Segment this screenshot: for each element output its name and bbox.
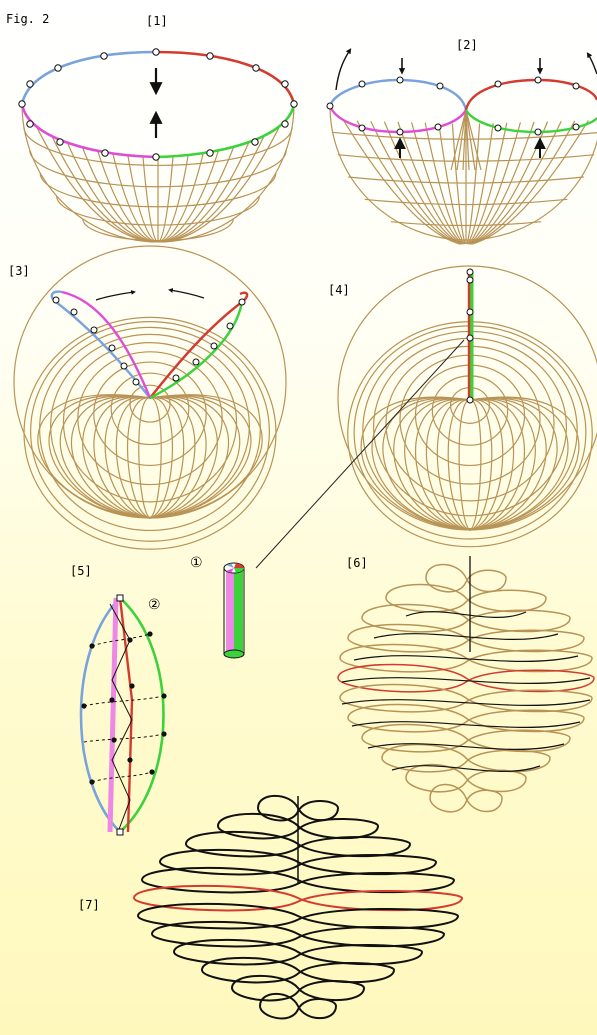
panel-2-left-lobe-bottom — [330, 106, 466, 132]
panel-6-inner-strand — [354, 656, 578, 662]
panel-7-loop — [138, 904, 458, 929]
panel-3-arrow-left — [170, 290, 204, 298]
panel-6-loop — [362, 605, 570, 632]
panel-6-loop — [430, 785, 502, 812]
panel-1-nodes — [19, 49, 297, 160]
panel-6-loop — [382, 745, 550, 772]
panel-3-arrow-right — [96, 292, 134, 300]
panel-7-loop — [174, 940, 422, 965]
cylinder-detail — [224, 563, 244, 658]
panel-2-left-lobe-top — [330, 80, 466, 110]
cylinder-pink-face — [226, 568, 234, 654]
panel-3-latitude — [31, 322, 270, 542]
panel-5-dashed-ribs — [84, 634, 164, 782]
panel-3-closing-sphere — [14, 246, 286, 549]
cylinder-bottom-cap — [224, 650, 244, 658]
panel-3-meridian-left — [139, 398, 150, 518]
panel-2-arrow-curve-left — [336, 50, 350, 90]
panel-7-loop — [202, 958, 394, 983]
panel-7-coil — [134, 796, 462, 1019]
panel-5-seam-lens — [81, 595, 167, 835]
panel-6-inner-strand — [342, 700, 590, 706]
panel-6-loop — [340, 685, 592, 712]
panel-1-rim-blue — [22, 52, 156, 104]
panel-1-hemisphere — [19, 49, 297, 242]
panel-6-inner-strand — [406, 612, 526, 618]
panel-2-arrow-curve-right — [588, 54, 597, 74]
panel-7-loop — [260, 994, 336, 1019]
panel-1-meridian — [143, 156, 157, 242]
panel-5-top-node — [117, 595, 123, 601]
panel-5-bottom-node — [117, 829, 123, 835]
panel-6-loop — [426, 565, 506, 592]
panel-1-rim-red — [156, 52, 294, 104]
panel-6-coil — [338, 556, 594, 812]
panel-1-rim-magenta — [22, 104, 156, 157]
panel-3-latitude — [94, 362, 206, 465]
panel-6-loop — [348, 705, 584, 732]
panel-2-pinched-bowl — [327, 50, 597, 244]
panel-1-meridian — [163, 143, 249, 242]
panel-5-pink-band — [110, 598, 116, 832]
panel-7-loop — [232, 976, 364, 1001]
panel-4-closed-sphere — [256, 266, 597, 568]
panel-1-mesh — [22, 104, 294, 242]
panel-3-meridian-right — [150, 398, 161, 518]
panel-1-rim-green — [156, 104, 294, 157]
panel-6-coil-strands — [338, 565, 594, 812]
cylinder-green-face — [233, 568, 243, 654]
panel-1-meridian — [159, 156, 173, 242]
panel-2-mesh — [330, 106, 597, 244]
panel-3-latitude — [111, 373, 189, 444]
panel-6-loop — [386, 585, 546, 612]
panel-4-mesh — [338, 266, 597, 547]
